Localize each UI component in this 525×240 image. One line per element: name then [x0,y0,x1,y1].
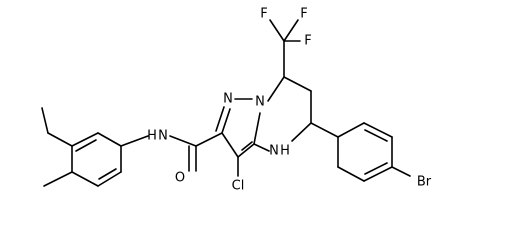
atom-cl: Cl [232,179,245,194]
bond-ar1-e-double [98,168,117,180]
bond-ar2-b-double [364,129,388,142]
atom-f-right: F [304,34,311,49]
bond-c2-carbonyl [195,132,223,147]
bond-ar2-br [391,166,411,177]
bond-c3a-n1 [253,112,261,145]
atom-br: Br [417,175,432,190]
bond-ar1-b-double [75,139,97,152]
bond-c3-c3a [237,143,255,158]
atom-n-pyrazole-2: N [223,92,233,107]
bond-ar2-b [363,122,393,138]
bond-nh-aryl [120,135,149,147]
bond-ar1-a [97,132,122,147]
bond-c7-c6 [283,76,312,92]
bond-ar1-e [97,171,122,187]
atom-amide-n: N [158,129,168,144]
atom-nh-ring-n: N [269,144,279,159]
atom-f-top-right: F [300,7,307,22]
atom-nh-ring-h: H [280,144,290,159]
bond-cf3-f-left [269,19,285,42]
bond-ar2-d-double [364,162,388,175]
bond-methyl-3 [47,132,73,147]
bond-c2-c3 [221,132,239,158]
bond-c5-ar2 [310,122,339,138]
atom-n-pyrazole-1: N [255,95,265,110]
bond-cf3-f-right-top [283,19,299,42]
bond-methyl-4 [43,171,73,187]
atom-o: O [175,171,185,186]
bond-n2-c2 [221,108,231,134]
bond-c7-n1 [267,76,285,102]
atom-f-top-left: F [260,7,267,22]
bond-c3-c3a-double [241,141,253,151]
bond-methyl-3-end [41,107,49,134]
bond-ar1-d [71,171,99,187]
bond-ar2-e [337,166,365,182]
bond-n4-c3a [253,143,270,152]
bond-ar2-d [363,166,393,182]
bond-carbonyl-nh [169,135,197,147]
atom-amide-h: H [147,129,157,144]
bond-c5-n4 [291,122,312,142]
bond-n2-c2-double [215,106,225,132]
molecule-structure-diagram: F F F N N N H Cl H N O Br [41,7,432,194]
bond-ar1-b [71,132,99,147]
bond-ar2-a [337,122,365,138]
